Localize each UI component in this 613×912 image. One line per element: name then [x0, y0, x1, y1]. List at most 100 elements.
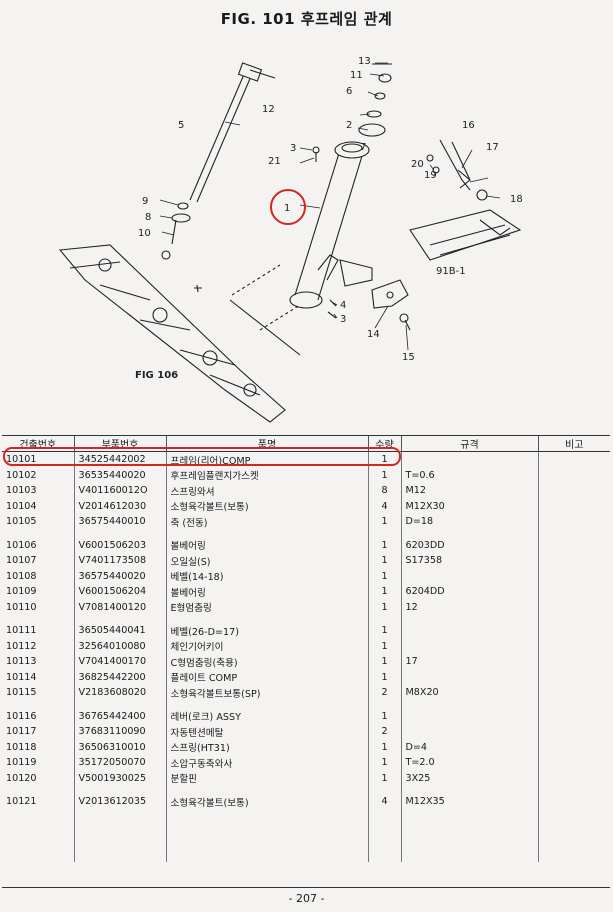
table-cell: S17358: [400, 553, 538, 569]
table-cell: 플레이트 COMP: [165, 669, 368, 685]
spacer-cell: [2, 786, 74, 794]
table-spacer: [2, 700, 610, 709]
table-cell: [537, 514, 610, 530]
table-cell: 1: [367, 623, 401, 639]
spacer-cell: [165, 615, 368, 623]
table-cell: 10104: [6, 500, 37, 512]
spacer-cell: [367, 786, 401, 794]
callout-label: 91B-1: [436, 266, 466, 277]
col-header-note: 비고: [537, 435, 610, 452]
table-cell: M12X30: [400, 498, 538, 514]
table-cell: 스프링와셔: [165, 483, 368, 499]
table-cell: 10116: [6, 710, 37, 722]
table-cell: 34525442002: [73, 451, 166, 468]
table-cell: 1: [367, 708, 401, 724]
table-cell: [537, 623, 610, 639]
callout-label: 20: [411, 159, 424, 170]
table-cell: 10113: [6, 656, 37, 668]
diagram-svg: 13 11 6 12 2 5 3 21 7 16 17 20 19 1 9 8 …: [58, 56, 523, 423]
table-cell: [400, 669, 538, 685]
table-cell: 10108: [6, 570, 37, 582]
table-cell: V6001506203: [73, 537, 166, 553]
table-cell: D=4: [400, 739, 538, 755]
spacer-cell: [367, 615, 401, 623]
callout-label: 1: [284, 203, 290, 214]
table-cell: 1: [367, 568, 401, 584]
spacer-cell: [165, 786, 368, 794]
table-cell: 10118: [6, 741, 37, 753]
table-cell: V2183608020: [73, 685, 166, 701]
table-cell: [537, 584, 610, 600]
table-cell: 10103: [6, 485, 37, 497]
table-cell: 베벨(14-18): [165, 568, 368, 584]
spacer-cell: [2, 810, 74, 862]
table-cell: 10107: [6, 555, 37, 567]
table-cell: 36505440041: [73, 623, 166, 639]
spacer-cell: [400, 786, 538, 794]
callout-label: 19: [424, 170, 437, 181]
table-cell: [537, 553, 610, 569]
table-spacer: [2, 809, 610, 862]
table-cell: [400, 451, 538, 468]
table-cell: 1: [367, 537, 401, 553]
callout-label: 15: [402, 352, 415, 363]
table-cell: 10120: [6, 772, 37, 784]
table-cell: 10114: [6, 671, 37, 683]
table-cell: 10111: [6, 625, 37, 637]
table-cell: M12X35: [400, 794, 538, 810]
table-cell: 체인기어키이: [165, 638, 368, 654]
table-cell: 36825442200: [73, 669, 166, 685]
table-cell: 1: [367, 770, 401, 786]
table-cell: 36765442400: [73, 708, 166, 724]
table-cell: [400, 638, 538, 654]
table-cell: V7081400120: [73, 599, 166, 615]
table-cell: [400, 708, 538, 724]
table-cell: [537, 794, 610, 810]
table-cell: T=0.6: [400, 467, 538, 483]
table-cell: E형멈춤링: [165, 599, 368, 615]
table-cell: 4: [367, 498, 401, 514]
spacer-cell: [537, 529, 610, 538]
table-cell: 자동텐션메탈: [165, 724, 368, 740]
spacer-cell: [367, 700, 401, 709]
table-cell: 4: [367, 794, 401, 810]
table-cell: [400, 623, 538, 639]
callout-label: 13: [358, 56, 371, 67]
table-cell: 오일실(S): [165, 553, 368, 569]
table-cell: 10121: [6, 796, 37, 808]
table-cell: 1: [367, 654, 401, 670]
callout-label: 16: [462, 120, 475, 131]
spacer-cell: [367, 529, 401, 538]
table-cell: 8: [367, 483, 401, 499]
page-number: - 207 -: [288, 892, 325, 905]
table-cell: 볼베어링: [165, 584, 368, 600]
spacer-cell: [400, 700, 538, 709]
spacer-cell: [400, 615, 538, 623]
spacer-cell: [2, 701, 74, 709]
spacer-cell: [2, 530, 74, 538]
table-cell: V2013612035: [73, 794, 166, 810]
table-cell: [537, 599, 610, 615]
table-cell: 소형육각볼트보통(SP): [165, 685, 368, 701]
table-cell: 36506310010: [73, 739, 166, 755]
callout-label: 10: [138, 228, 151, 239]
shaft-rod: [189, 71, 253, 203]
table-cell: 10112: [6, 640, 37, 652]
bottom-rule: [2, 887, 610, 888]
spacer-cell: [537, 809, 610, 862]
table-cell: 10117: [6, 726, 37, 738]
table-cell: 10119: [6, 757, 37, 769]
callout-label: 14: [367, 329, 380, 340]
callout-label: 9: [142, 196, 148, 207]
table-cell: 17: [400, 654, 538, 670]
spacer-cell: [165, 529, 368, 538]
